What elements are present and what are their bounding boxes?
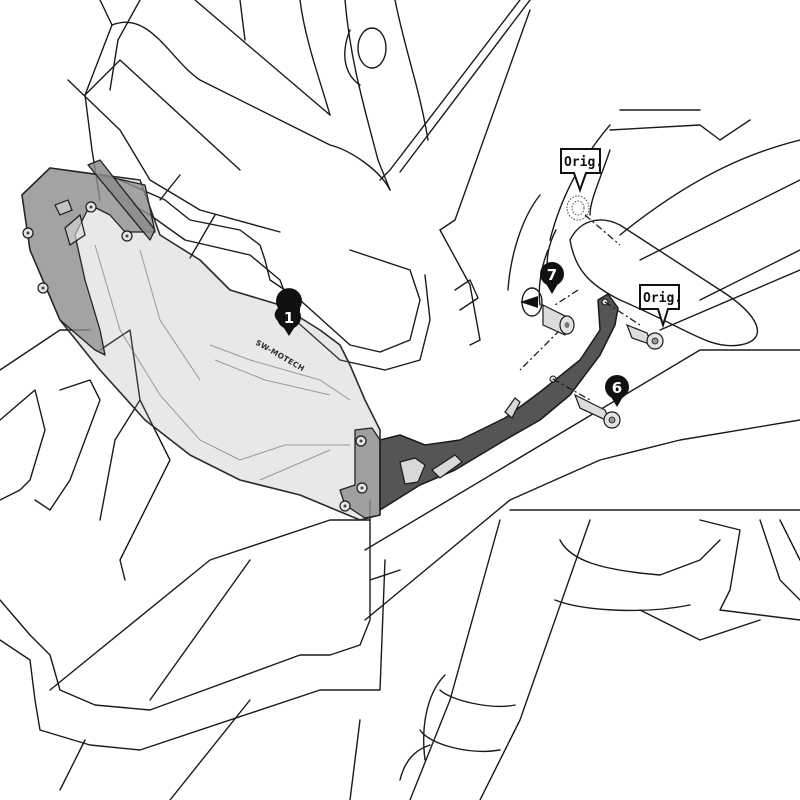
original-bolt [625,323,664,350]
headlight-guard-lens: SW-MOTECH [21,159,381,521]
callout-6: 6 [605,375,629,407]
spacer-sleeve [520,296,575,336]
callout-7: 7 [540,262,564,294]
callout-label-1: 1 [284,309,294,327]
mounting-bracket [379,293,619,511]
callout-1: 1 [274,288,302,336]
orig-tag-lower: Orig. [639,284,682,329]
assembly-guide-lines [519,214,641,401]
lens-screw-icons [22,201,368,512]
callout-label-7: 7 [547,266,557,284]
orig-tag-upper-label: Orig. [564,155,603,170]
orig-tag-lower-label: Orig. [643,291,682,306]
orig-tag-upper: Orig. [560,148,603,194]
callout-label-6: 6 [612,379,622,397]
mounting-bolt [573,393,621,429]
